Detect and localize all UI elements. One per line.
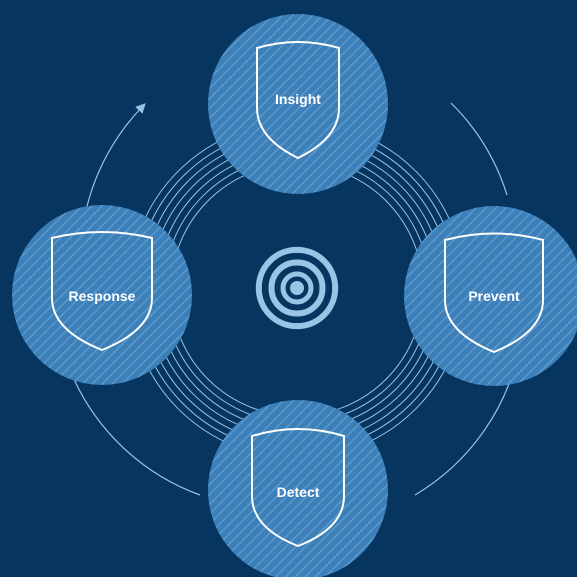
signal-broadcast-icon [255, 246, 339, 330]
flow-arc-top-left [84, 103, 146, 216]
flow-arc-bottom-left [69, 369, 201, 496]
node-label-response: Response [69, 288, 136, 304]
shield-icon [251, 428, 345, 548]
shield-icon [51, 231, 153, 352]
node-detect: Detect [208, 400, 388, 577]
node-label-insight: Insight [275, 91, 321, 107]
node-label-detect: Detect [277, 484, 320, 500]
node-prevent: Prevent [404, 206, 577, 386]
node-response: Response [12, 205, 192, 385]
shield-icon [444, 232, 544, 354]
node-label-prevent: Prevent [468, 288, 520, 304]
node-insight: Insight [208, 14, 388, 194]
flow-arc-top-right [450, 102, 508, 196]
shield-icon [256, 41, 340, 160]
